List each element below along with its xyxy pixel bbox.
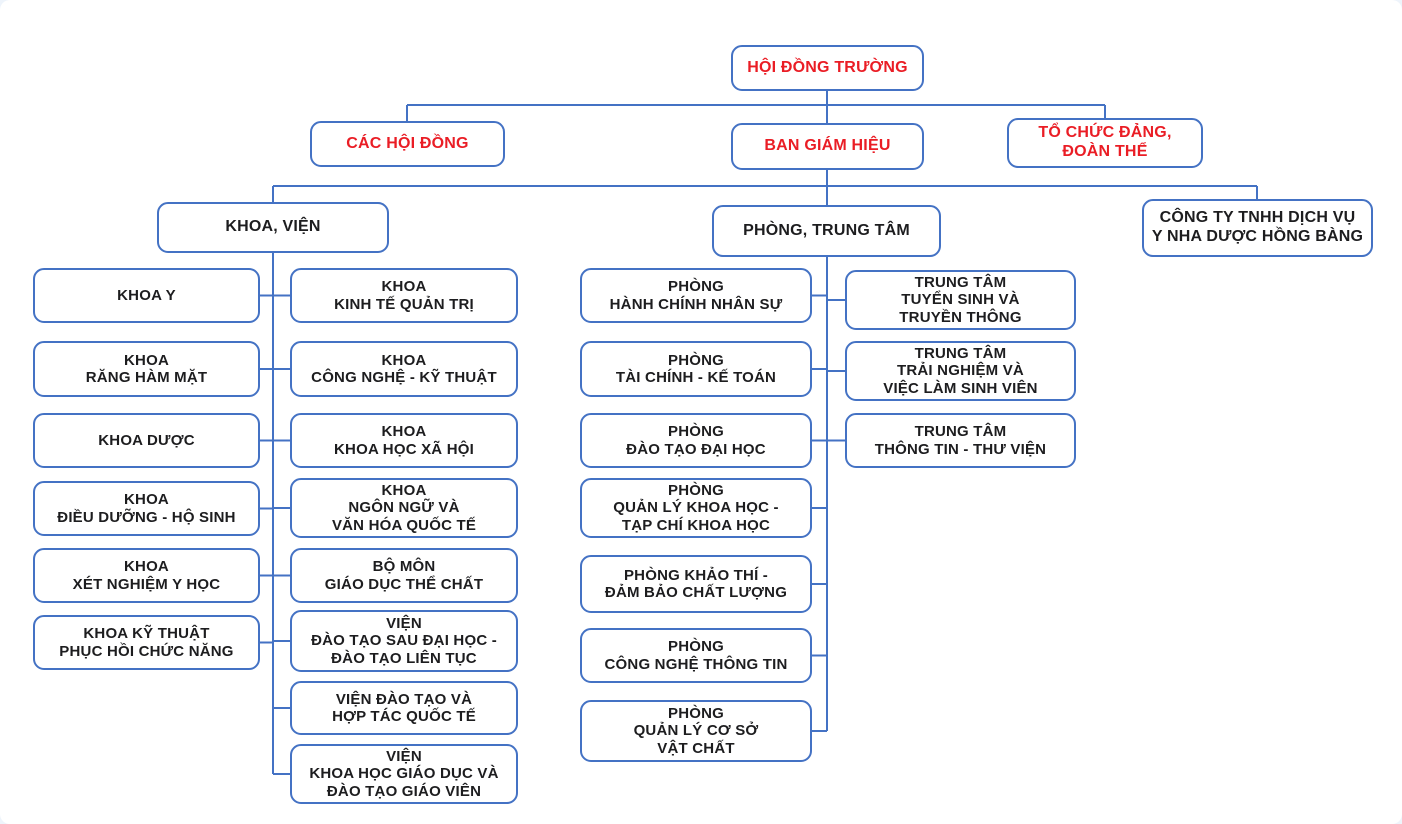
node-label: TRUNG TÂM TUYỂN SINH VÀ TRUYỀN THÔNG	[899, 273, 1022, 326]
node-label: KHOA DƯỢC	[98, 431, 195, 449]
node-label: PHÒNG KHẢO THÍ - ĐẢM BẢO CHẤT LƯỢNG	[604, 566, 788, 601]
stubs-faculties-right	[273, 294, 290, 775]
node-label: KHOA KINH TẾ QUẢN TRỊ	[334, 278, 474, 313]
node-trung-tam-trai-nghiem: TRUNG TÂM TRẢI NGHIỆM VÀ VIỆC LÀM SINH V…	[845, 341, 1076, 401]
node-label: CÁC HỘI ĐỒNG	[346, 134, 469, 152]
node-label: KHOA ĐIỀU DƯỠNG - HỘ SINH	[57, 491, 236, 526]
node-ban-giam-hieu: BAN GIÁM HIỆU	[731, 123, 924, 170]
node-label: KHOA XÉT NGHIỆM Y HỌC	[72, 558, 221, 593]
node-phong-tai-chinh-ke-toan: PHÒNG TÀI CHÍNH - KẾ TOÁN	[580, 341, 812, 397]
node-khoa-xet-nghiem-y-hoc: KHOA XÉT NGHIỆM Y HỌC	[33, 548, 260, 603]
node-label: PHÒNG ĐÀO TẠO ĐẠI HỌC	[626, 423, 766, 458]
node-label: KHOA NGÔN NGỮ VÀ VĂN HÓA QUỐC TẾ	[331, 481, 477, 534]
node-label: VIỆN KHOA HỌC GIÁO DỤC VÀ ĐÀO TẠO GIÁO V…	[309, 747, 499, 800]
node-label: KHOA KỸ THUẬT PHỤC HỒI CHỨC NĂNG	[59, 625, 234, 660]
node-phong-quan-ly-co-so-vat-chat: PHÒNG QUẢN LÝ CƠ SỞ VẬT CHẤT	[580, 700, 812, 762]
node-label: KHOA Y	[117, 286, 176, 304]
node-khoa-rang-ham-mat: KHOA RĂNG HÀM MẶT	[33, 341, 260, 397]
node-label: PHÒNG CÔNG NGHỆ THÔNG TIN	[604, 638, 788, 673]
node-khoa-kinh-te-quan-tri: KHOA KINH TẾ QUẢN TRỊ	[290, 268, 518, 323]
stubs-faculties-left	[260, 294, 273, 644]
node-label: PHÒNG QUẢN LÝ KHOA HỌC - TẠP CHÍ KHOA HỌ…	[613, 481, 779, 534]
node-label: BAN GIÁM HIỆU	[764, 137, 891, 155]
node-hoi-dong-truong: HỘI ĐỒNG TRƯỜNG	[731, 45, 924, 91]
node-khoa-dieu-duong-ho-sinh: KHOA ĐIỀU DƯỠNG - HỘ SINH	[33, 481, 260, 536]
node-label: CÔNG TY TNHH DỊCH VỤ Y NHA DƯỢC HỒNG BÀN…	[1151, 209, 1364, 245]
node-label: TRUNG TÂM TRẢI NGHIỆM VÀ VIỆC LÀM SINH V…	[883, 344, 1038, 397]
node-label: PHÒNG HÀNH CHÍNH NHÂN SỰ	[609, 278, 783, 313]
node-to-chuc-dang-doan-the: TỔ CHỨC ĐẢNG, ĐOÀN THỂ	[1007, 118, 1203, 168]
node-label: KHOA KHOA HỌC XÃ HỘI	[334, 423, 474, 458]
node-vien-khoa-hoc-giao-duc: VIỆN KHOA HỌC GIÁO DỤC VÀ ĐÀO TẠO GIÁO V…	[290, 744, 518, 804]
node-label: VIỆN ĐÀO TẠO SAU ĐẠI HỌC - ĐÀO TẠO LIÊN …	[311, 614, 497, 667]
node-label: KHOA CÔNG NGHỆ - KỸ THUẬT	[311, 351, 497, 386]
node-phong-hanh-chinh-nhan-su: PHÒNG HÀNH CHÍNH NHÂN SỰ	[580, 268, 812, 323]
node-khoa-cong-nghe-ky-thuat: KHOA CÔNG NGHỆ - KỸ THUẬT	[290, 341, 518, 397]
node-phong-quan-ly-khoa-hoc: PHÒNG QUẢN LÝ KHOA HỌC - TẠP CHÍ KHOA HỌ…	[580, 478, 812, 538]
node-khoa-duoc: KHOA DƯỢC	[33, 413, 260, 468]
node-label: HỘI ĐỒNG TRƯỜNG	[747, 58, 908, 76]
node-label: KHOA RĂNG HÀM MẶT	[85, 351, 208, 386]
node-label: PHÒNG, TRUNG TÂM	[743, 221, 910, 239]
node-trung-tam-thong-tin-thu-vien: TRUNG TÂM THÔNG TIN - THƯ VIỆN	[845, 413, 1076, 468]
node-khoa-vien: KHOA, VIỆN	[157, 202, 389, 253]
node-label: TRUNG TÂM THÔNG TIN - THƯ VIỆN	[874, 423, 1047, 458]
node-label: KHOA, VIỆN	[225, 218, 321, 236]
node-khoa-ky-thuat-phuc-hoi-chuc-nang: KHOA KỸ THUẬT PHỤC HỒI CHỨC NĂNG	[33, 615, 260, 670]
node-bo-mon-giao-duc-the-chat: BỘ MÔN GIÁO DỤC THỂ CHẤT	[290, 548, 518, 603]
node-vien-dao-tao-sau-dai-hoc: VIỆN ĐÀO TẠO SAU ĐẠI HỌC - ĐÀO TẠO LIÊN …	[290, 610, 518, 672]
node-label: VIỆN ĐÀO TẠO VÀ HỢP TÁC QUỐC TẾ	[332, 690, 476, 725]
node-cac-hoi-dong: CÁC HỘI ĐỒNG	[310, 121, 505, 167]
node-khoa-khoa-hoc-xa-hoi: KHOA KHOA HỌC XÃ HỘI	[290, 413, 518, 468]
node-khoa-ngon-ngu-van-hoa-quoc-te: KHOA NGÔN NGỮ VÀ VĂN HÓA QUỐC TẾ	[290, 478, 518, 538]
node-label: PHÒNG QUẢN LÝ CƠ SỞ VẬT CHẤT	[633, 704, 759, 757]
node-khoa-y: KHOA Y	[33, 268, 260, 323]
stubs-centers	[827, 299, 845, 442]
node-phong-trung-tam: PHÒNG, TRUNG TÂM	[712, 205, 941, 257]
node-cong-ty-tnhh: CÔNG TY TNHH DỊCH VỤ Y NHA DƯỢC HỒNG BÀN…	[1142, 199, 1373, 257]
node-label: PHÒNG TÀI CHÍNH - KẾ TOÁN	[615, 351, 777, 386]
node-trung-tam-tuyen-sinh: TRUNG TÂM TUYỂN SINH VÀ TRUYỀN THÔNG	[845, 270, 1076, 330]
bus-level2	[272, 170, 1258, 205]
node-phong-cong-nghe-thong-tin: PHÒNG CÔNG NGHỆ THÔNG TIN	[580, 628, 812, 683]
bus-level1	[406, 91, 1106, 123]
stubs-offices	[812, 294, 827, 732]
node-label: TỔ CHỨC ĐẢNG, ĐOÀN THỂ	[1038, 124, 1172, 160]
node-phong-dao-tao-dai-hoc: PHÒNG ĐÀO TẠO ĐẠI HỌC	[580, 413, 812, 468]
node-vien-dao-tao-hop-tac-quoc-te: VIỆN ĐÀO TẠO VÀ HỢP TÁC QUỐC TẾ	[290, 681, 518, 735]
node-phong-khao-thi: PHÒNG KHẢO THÍ - ĐẢM BẢO CHẤT LƯỢNG	[580, 555, 812, 613]
node-label: BỘ MÔN GIÁO DỤC THỂ CHẤT	[324, 558, 484, 593]
